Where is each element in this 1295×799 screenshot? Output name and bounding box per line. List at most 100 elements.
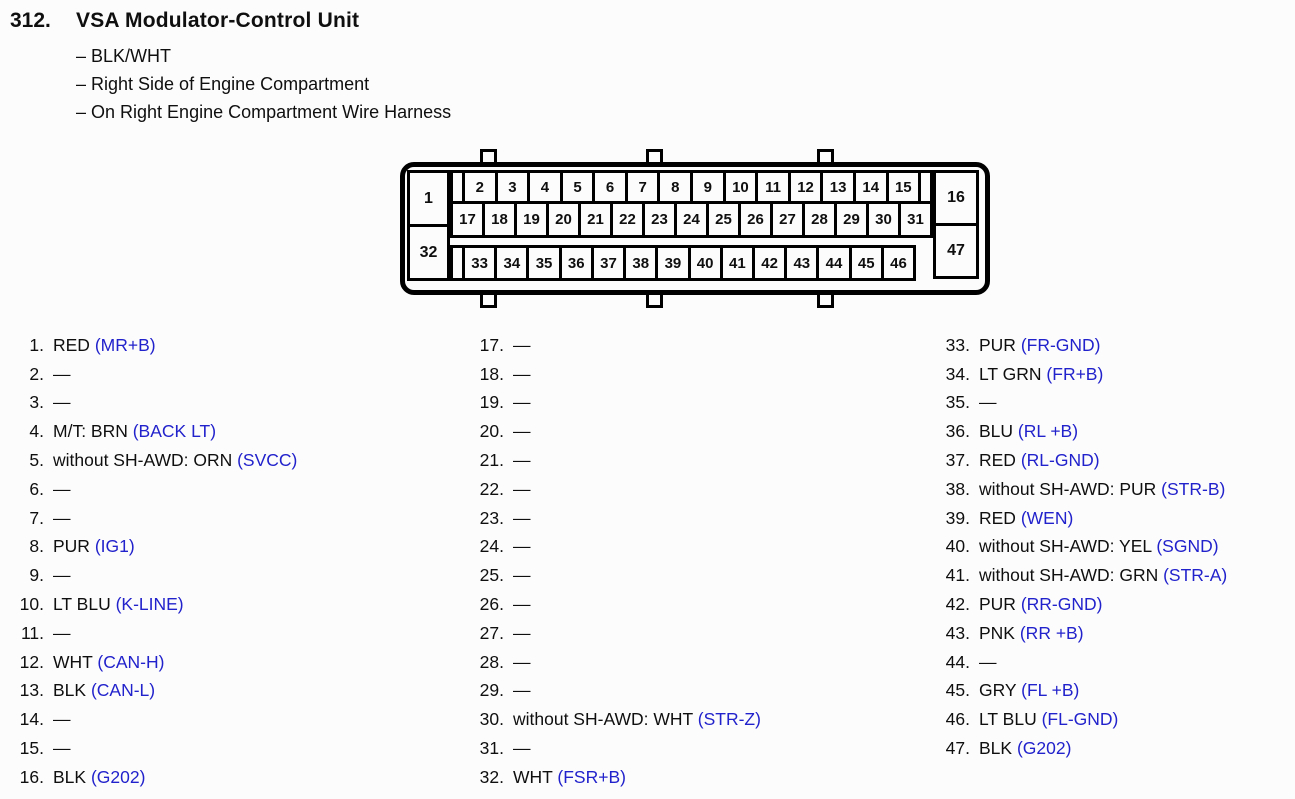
pin-wire-color: WHT [53, 651, 98, 672]
pin-number: 25. [479, 565, 504, 586]
pin-number: 42. [945, 594, 970, 615]
pin-wire-color: RED [53, 334, 95, 355]
pin-number: 43. [945, 622, 970, 643]
pin-number: 45. [945, 680, 970, 701]
connector-pin-11: 11 [755, 170, 791, 204]
pin-list-column-3: 33.PUR (FR-GND)34.LT GRN (FR+B)35.—36.BL… [930, 331, 1228, 763]
pin-wire-color: — [53, 565, 71, 586]
pin-number: 23. [479, 507, 504, 528]
pin-entry-45: 45. GRY (FL +B) [930, 677, 1227, 706]
pin-list-column-2: 17.—18.—19.—20.—21.—22.—23.—24.—25.—26.—… [464, 331, 761, 792]
pin-entry-25: 25. — [464, 561, 761, 590]
pin-wire-color: without SH-AWD: WHT [513, 709, 698, 730]
pin-entry-33: 33.PUR (FR-GND) [930, 331, 1227, 360]
pin-number: 13. [19, 680, 44, 701]
pin-entry-29: 29.— [464, 677, 761, 706]
pin-wire-color: without SH-AWD: YEL [979, 536, 1157, 557]
section-number: 312. [10, 9, 51, 32]
pin-signal-name: (STR-Z) [697, 709, 761, 730]
pin-number: 22. [479, 478, 504, 499]
connector-pin-41: 41 [719, 245, 755, 281]
pin-wire-color: without SH-AWD: ORN [53, 450, 238, 471]
pin-entry-12: 12. WHT (CAN-H) [4, 648, 297, 677]
connector-pin-16: 16 [933, 170, 979, 226]
pin-entry-1: 1.RED (MR+B) [4, 331, 297, 360]
connector-pin-36: 36 [558, 245, 594, 281]
connector-pin-39: 39 [655, 245, 691, 281]
pin-entry-7: 7.— [4, 504, 297, 533]
page-title: VSA Modulator-Control Unit [76, 9, 360, 32]
pin-number: 31. [479, 738, 504, 759]
pin-signal-name: (SGND) [1156, 536, 1219, 557]
detail-line-location: – Right Side of Engine Compartment [76, 74, 370, 94]
pin-number: 12. [19, 651, 44, 672]
pin-wire-color: — [513, 363, 531, 384]
pin-wire-color: PUR [53, 536, 95, 557]
pin-number: 20. [479, 421, 504, 442]
connector-pin-17: 17 [450, 201, 485, 238]
pin-entry-40: 40. without SH-AWD: YEL (SGND) [930, 533, 1227, 562]
pin-signal-name: (BACK LT) [132, 421, 217, 442]
pin-wire-color: — [53, 709, 71, 730]
pin-number: 4. [29, 421, 44, 442]
pin-entry-34: 34.LT GRN (FR+B) [930, 360, 1227, 389]
pin-wire-color: BLK [53, 680, 91, 701]
connector-pin-22: 22 [610, 201, 645, 238]
pin-signal-name: (IG1) [94, 536, 135, 557]
pin-number: 40. [945, 536, 970, 557]
connector-pin-14: 14 [852, 170, 889, 204]
pin-signal-name: (G202) [90, 766, 146, 787]
pin-number: 37. [945, 450, 970, 471]
connector-blank-cell [918, 170, 934, 204]
detail-line-harness: – On Right Engine Compartment Wire Harne… [76, 102, 452, 122]
pin-entry-22: 22.— [464, 475, 761, 504]
pin-entry-41: 41.without SH-AWD: GRN (STR-A) [930, 561, 1228, 590]
connector-details: – BLK/WHT – Right Side of Engine Compart… [76, 42, 451, 126]
pin-number: 30. [479, 709, 504, 730]
pin-entry-31: 31.— [464, 734, 761, 763]
pin-signal-name: (CAN-H) [97, 651, 165, 672]
pin-wire-color: — [513, 622, 531, 643]
pin-wire-color: PUR [979, 334, 1021, 355]
pin-signal-name: (FR+B) [1046, 363, 1104, 384]
connector-pin-34: 34 [494, 245, 530, 281]
pin-entry-47: 47.BLK (G202) [930, 734, 1227, 763]
pin-entry-11: 11.— [4, 619, 297, 648]
connector-pin-33: 33 [462, 245, 498, 281]
pin-wire-color: BLU [979, 421, 1018, 442]
pin-number: 16. [19, 766, 44, 787]
pin-number: 9. [29, 565, 44, 586]
connector-pin-15: 15 [885, 170, 922, 204]
pin-number: 3. [29, 392, 44, 413]
connector-pin-31: 31 [898, 201, 933, 238]
pin-number: 36. [945, 421, 970, 442]
pin-wire-color: RED [979, 450, 1021, 471]
pin-number: 34. [945, 363, 970, 384]
connector-pin-4: 4 [527, 170, 563, 204]
pin-signal-name: (STR-A) [1163, 565, 1228, 586]
connector-pin-13: 13 [820, 170, 856, 204]
pin-entry-5: 5.without SH-AWD: ORN (SVCC) [4, 446, 297, 475]
connector-pin-46: 46 [880, 245, 917, 281]
connector-pin-24: 24 [674, 201, 709, 238]
pin-number: 17. [479, 334, 504, 355]
pin-wire-color: — [513, 594, 531, 615]
connector-pin-35: 35 [526, 245, 562, 281]
pin-number: 28. [479, 651, 504, 672]
pin-wire-color: — [513, 565, 531, 586]
pin-wire-color: LT BLU [53, 594, 116, 615]
pin-wire-color: GRY [979, 680, 1022, 701]
pin-entry-14: 14.— [4, 705, 297, 734]
pin-entry-18: 18.— [464, 360, 761, 389]
pin-number: 32. [479, 766, 504, 787]
pin-entry-36: 36.BLU (RL +B) [930, 417, 1227, 446]
pin-signal-name: (G202) [1016, 738, 1072, 759]
pin-signal-name: (FL +B) [1021, 680, 1080, 701]
pin-entry-26: 26. — [464, 590, 761, 619]
pin-signal-name: (FL-GND) [1041, 709, 1119, 730]
pin-number: 39. [945, 507, 970, 528]
pin-number: 26. [479, 594, 504, 615]
connector-pin-2: 2 [462, 170, 498, 204]
